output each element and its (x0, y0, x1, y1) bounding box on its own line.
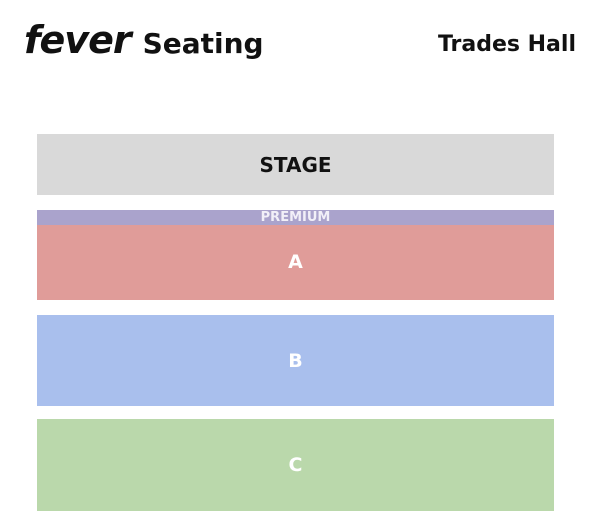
section-a-label: A (288, 251, 303, 273)
section-c-label: C (288, 454, 303, 476)
section-premium-label: PREMIUM (260, 210, 331, 225)
venue-name: Trades Hall (437, 32, 576, 57)
stage-label: STAGE (259, 152, 332, 177)
fever-logo: fever (24, 18, 132, 62)
page-title: Seating (142, 27, 264, 60)
section-b[interactable]: B (37, 315, 554, 406)
header: fever Seating Trades Hall (0, 0, 610, 80)
stage-zone: STAGE (37, 134, 554, 195)
section-b-label: B (288, 349, 303, 372)
section-premium[interactable]: PREMIUM (37, 210, 554, 225)
seat-map: STAGE PREMIUM A B C (37, 134, 554, 514)
section-c[interactable]: C (37, 419, 554, 511)
brand: fever Seating (24, 18, 264, 66)
section-a[interactable]: A (37, 224, 554, 300)
